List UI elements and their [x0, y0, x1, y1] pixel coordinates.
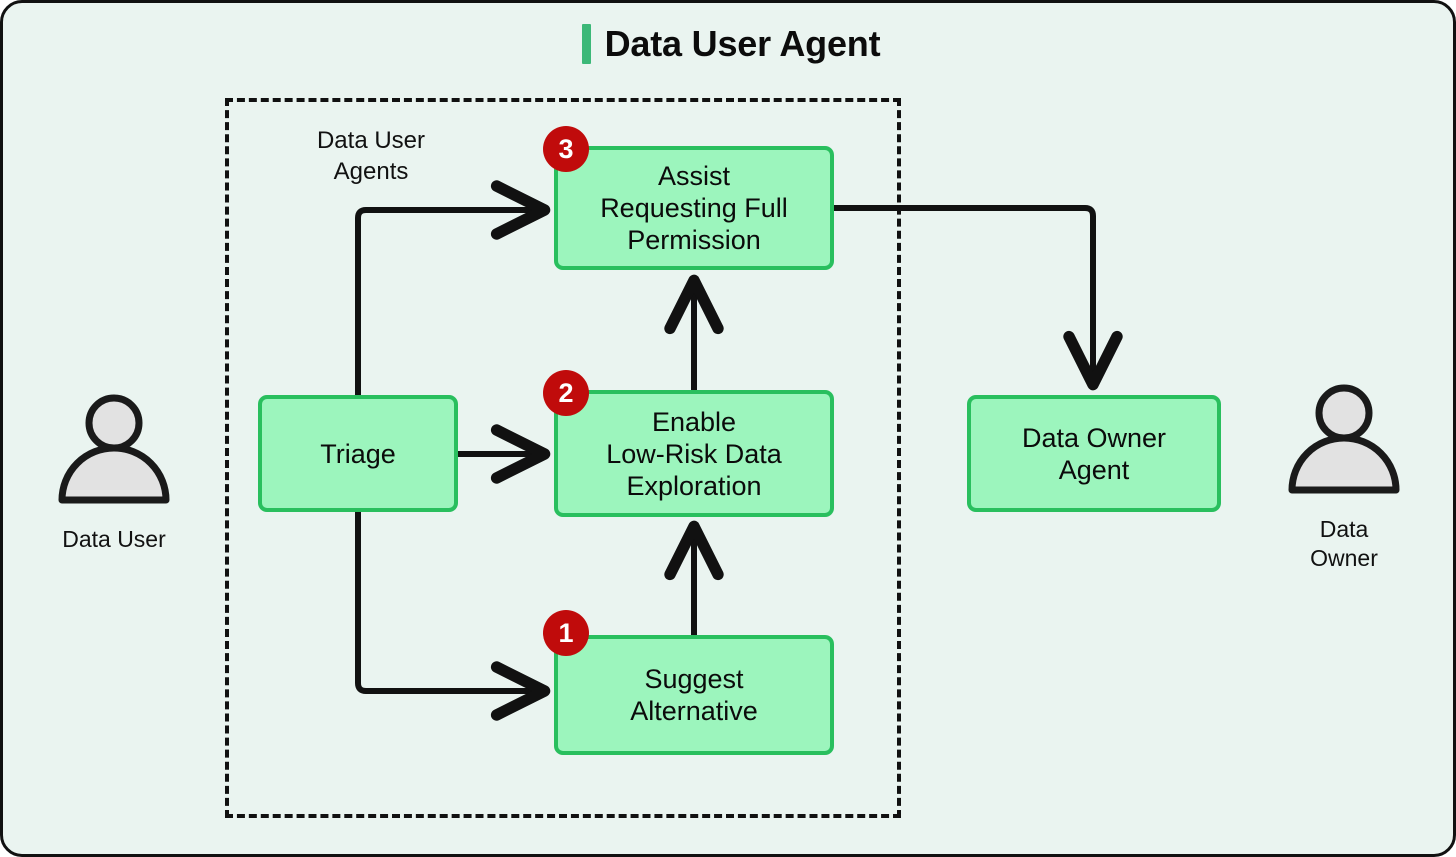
step-badge-2: 2 [543, 370, 589, 416]
actor-data-user: Data User [24, 388, 204, 554]
page-title: Data User Agent [3, 23, 1453, 65]
step-badge-3: 3 [543, 126, 589, 172]
data-user-agents-group [225, 98, 901, 818]
step-badge-1: 1 [543, 610, 589, 656]
actor-data-owner-label: Data Owner [1310, 516, 1378, 571]
actor-data-user-label: Data User [62, 526, 166, 552]
person-icon [1288, 384, 1400, 494]
title-text: Data User Agent [604, 23, 881, 64]
actor-data-owner: Data Owner [1254, 378, 1434, 573]
node-suggest-alternative[interactable]: Suggest Alternative [554, 635, 834, 755]
person-icon [58, 394, 170, 504]
group-label: Data User Agents [316, 127, 426, 185]
node-data-owner-agent[interactable]: Data Owner Agent [967, 395, 1221, 512]
node-enable-low-risk-data-exploration[interactable]: Enable Low-Risk Data Exploration [554, 390, 834, 517]
node-assist-requesting-full-permission[interactable]: Assist Requesting Full Permission [554, 146, 834, 270]
node-triage[interactable]: Triage [258, 395, 458, 512]
title-accent-bar [581, 24, 591, 64]
